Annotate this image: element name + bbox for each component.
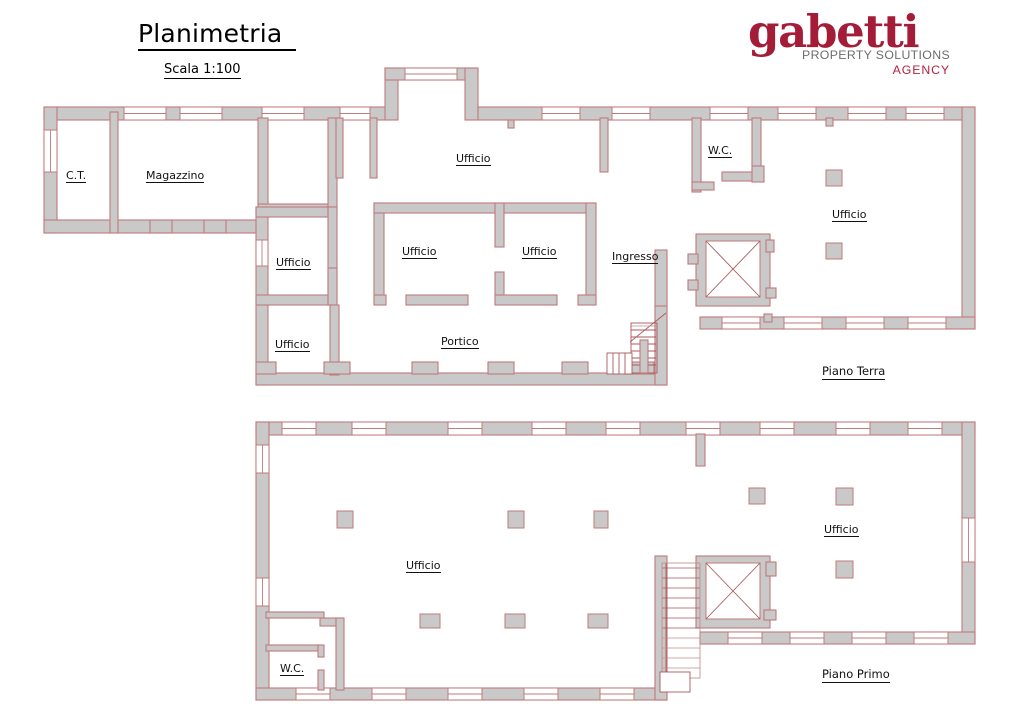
room-label-ufficio-mid1: Ufficio [402,245,437,260]
portico-bottom-piers [255,361,655,375]
ground-elevator-shaft [687,233,777,307]
first-interior-stub [695,433,706,467]
first-elevator-shaft [695,555,777,629]
ground-wc-walls [691,117,765,193]
room-label-wc-first: W.C. [280,662,305,677]
gabetti-logo: gabetti PROPERTY SOLUTIONS AGENCY [742,5,952,77]
room-label-ufficio-right: Ufficio [832,208,867,223]
room-label-ufficio-right-first: Ufficio [824,523,859,538]
floor-label-piano-primo: Piano Primo [822,667,890,683]
first-floor-windows [255,421,976,701]
floor-label-piano-terra: Piano Terra [822,364,886,380]
room-label-ufficio-top: Ufficio [456,152,491,167]
ground-columns [825,169,843,260]
scale-row: Scala 1:100 [138,58,398,79]
room-label-ufficio-sw: Ufficio [275,338,310,353]
room-label-magazzino: Magazzino [146,169,205,184]
ground-floor-windows [43,67,947,330]
room-label-portico: Portico [441,335,479,350]
first-wc-walls [265,611,345,691]
logo-tagline-secondary: AGENCY [892,62,950,77]
scale-label: Scala 1:100 [164,62,241,79]
first-floor-columns [336,487,854,629]
first-staircase [654,555,701,701]
ground-misc-stubs [507,117,834,323]
page-title: Planimetria [138,20,297,51]
piano-terra-plan [43,67,976,386]
room-label-ufficio-main-first: Ufficio [406,559,441,574]
room-label-ufficio-mid2: Ufficio [522,245,557,260]
ground-staircase [606,305,668,386]
piano-primo-plan [255,421,976,701]
logo-brand-text: gabetti [748,5,920,58]
first-exterior-walls [255,421,976,701]
room-label-ct: C.T. [66,169,87,184]
title-block: Planimetria Scala 1:100 [138,20,398,79]
room-label-ufficio-west: Ufficio [276,256,311,271]
logo-tagline-primary: PROPERTY SOLUTIONS [802,47,950,62]
room-label-ingresso: Ingresso [612,250,659,265]
room-label-wc: W.C. [708,144,733,159]
ground-interior-walls-center [255,202,597,376]
